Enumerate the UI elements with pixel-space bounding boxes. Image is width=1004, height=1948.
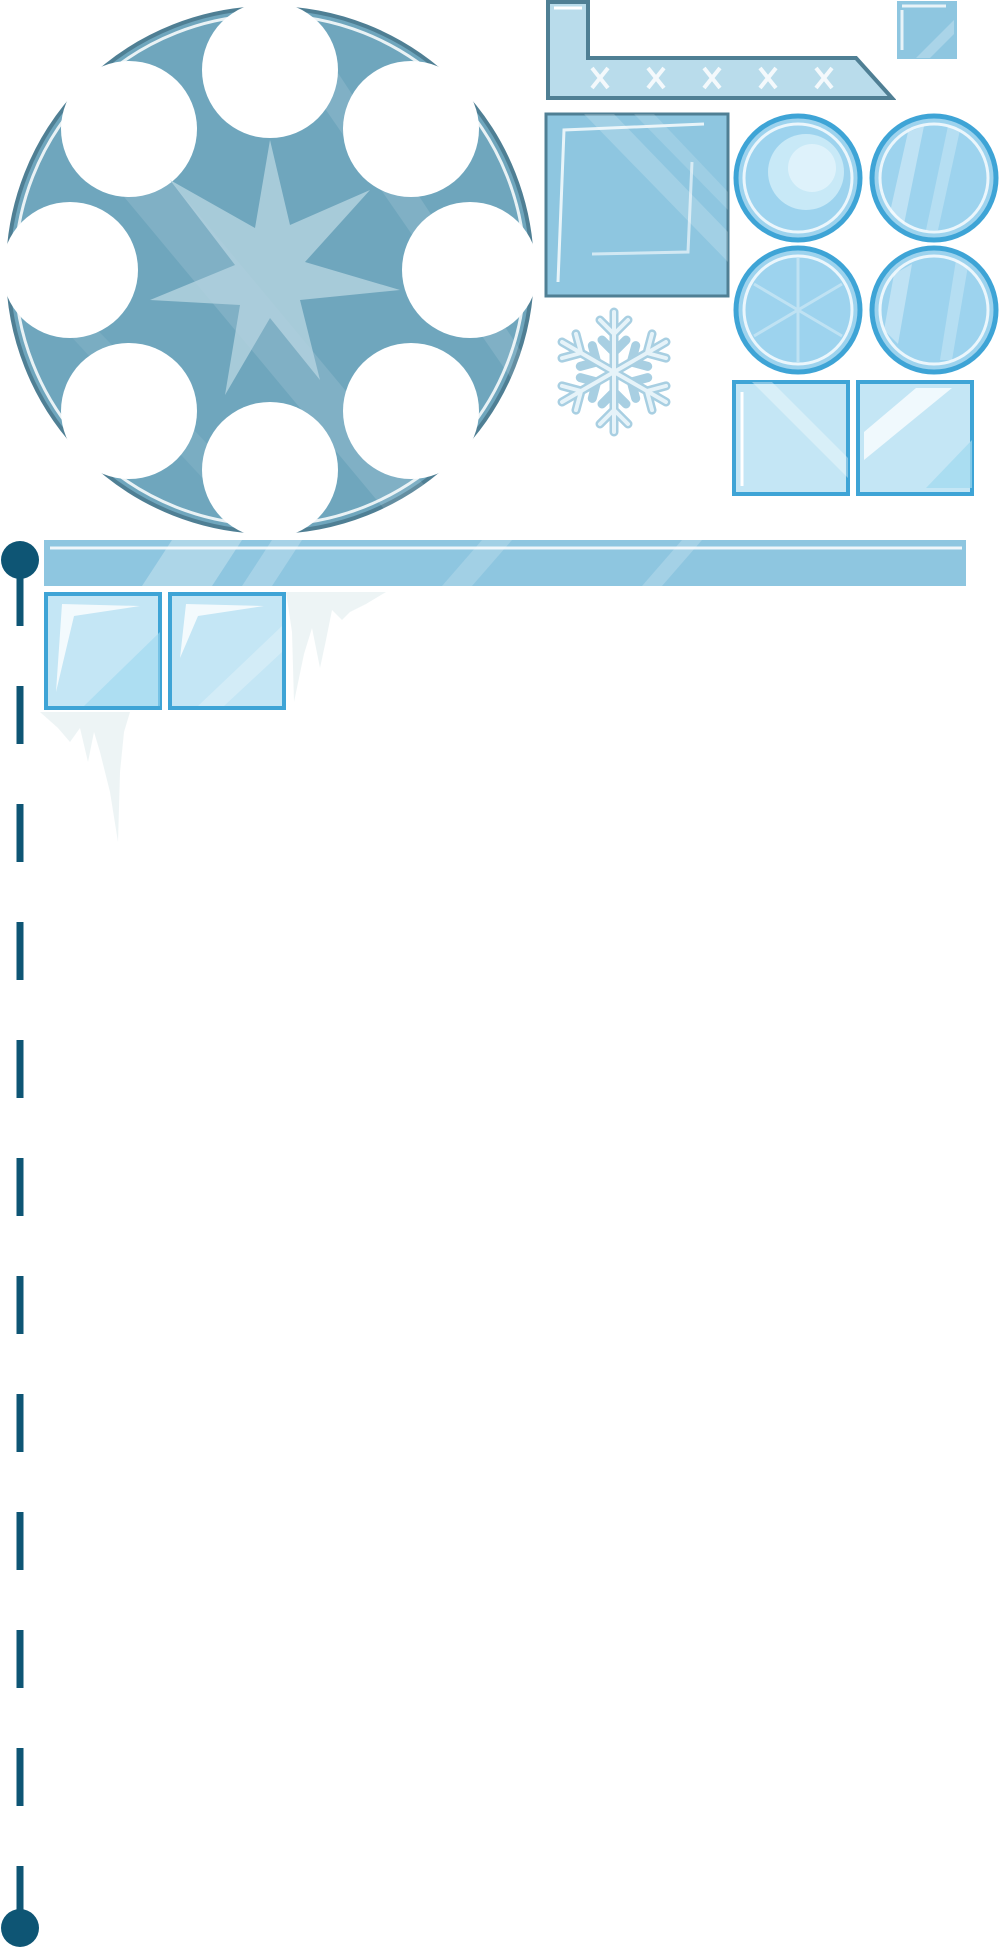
dashed-guide-line (0, 540, 44, 1948)
ice-tile-right-2 (856, 380, 974, 496)
ice-tile-left-2 (168, 592, 286, 710)
l-ice-bar (544, 0, 896, 104)
large-ice-block (544, 112, 730, 298)
circle-icon (733, 113, 863, 243)
l-bar-icon (546, 0, 896, 100)
gear-icon (0, 0, 540, 540)
square-icon (732, 380, 850, 496)
ice-orb-top-left (732, 112, 864, 244)
square-icon (44, 592, 162, 710)
circle-icon (869, 113, 999, 243)
icicles-right (286, 592, 386, 702)
snowflake-icon (557, 307, 671, 437)
square-icon (168, 592, 286, 710)
icicle-icon (286, 592, 386, 702)
square-icon (856, 380, 974, 496)
icicle-icon (40, 712, 130, 842)
long-ice-bar (42, 538, 968, 588)
circle-icon (733, 245, 863, 375)
circle-icon (869, 245, 999, 375)
icicles-left (40, 712, 130, 842)
dashed-line-icon (1, 541, 39, 1947)
ice-tile-left-1 (44, 592, 162, 710)
ice-orb-bottom-left (732, 244, 864, 376)
ice-orb-bottom-right (868, 244, 1000, 376)
ice-tile-right-1 (732, 380, 850, 496)
bar-icon (44, 540, 966, 586)
gear-ice-platform (0, 0, 540, 540)
ice-orb-top-right (868, 112, 1000, 244)
small-ice-cube (896, 0, 958, 60)
snowflake (544, 300, 684, 444)
square-icon (897, 1, 957, 59)
square-icon (544, 112, 730, 298)
